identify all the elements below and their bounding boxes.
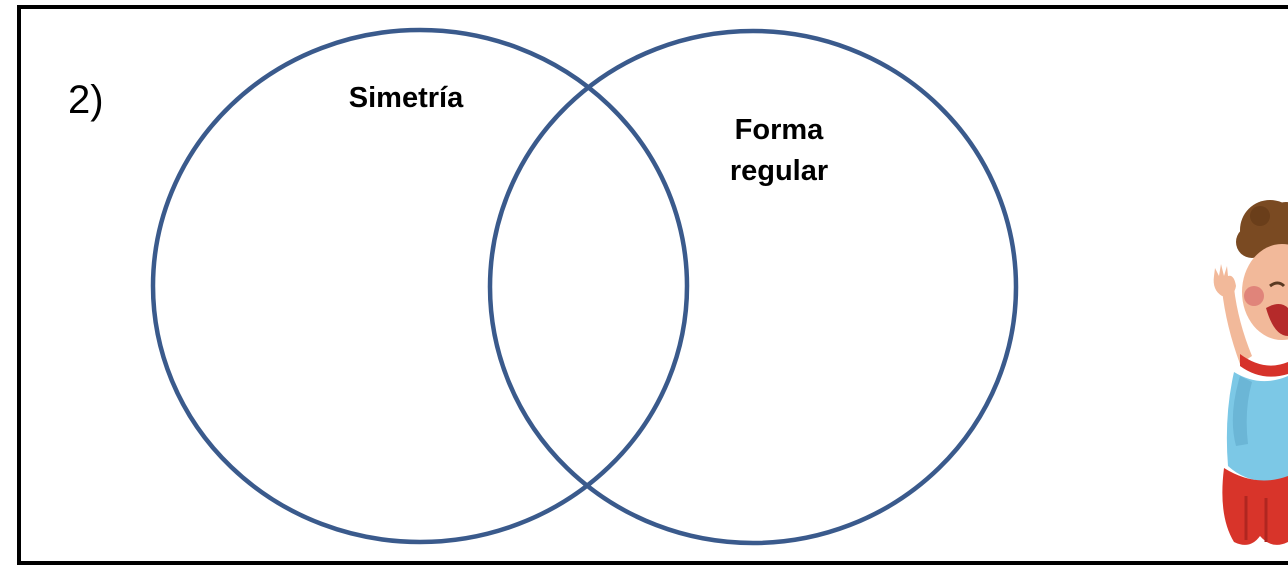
right-set-label-line2: regular <box>729 155 829 187</box>
cartoon-boy-waving-icon <box>1213 200 1288 545</box>
right-set-label-line1: Forma <box>734 114 824 146</box>
exercise-number: 2) <box>68 78 104 122</box>
worksheet-frame <box>17 5 1288 565</box>
left-set-label: Simetría <box>330 78 482 119</box>
left-set-label-text: Simetría <box>348 82 464 114</box>
venn-diagram <box>150 27 1019 546</box>
venn-circle-left <box>150 27 690 545</box>
right-set-label: Forma regular <box>704 110 854 192</box>
venn-circle-right <box>487 28 1019 546</box>
